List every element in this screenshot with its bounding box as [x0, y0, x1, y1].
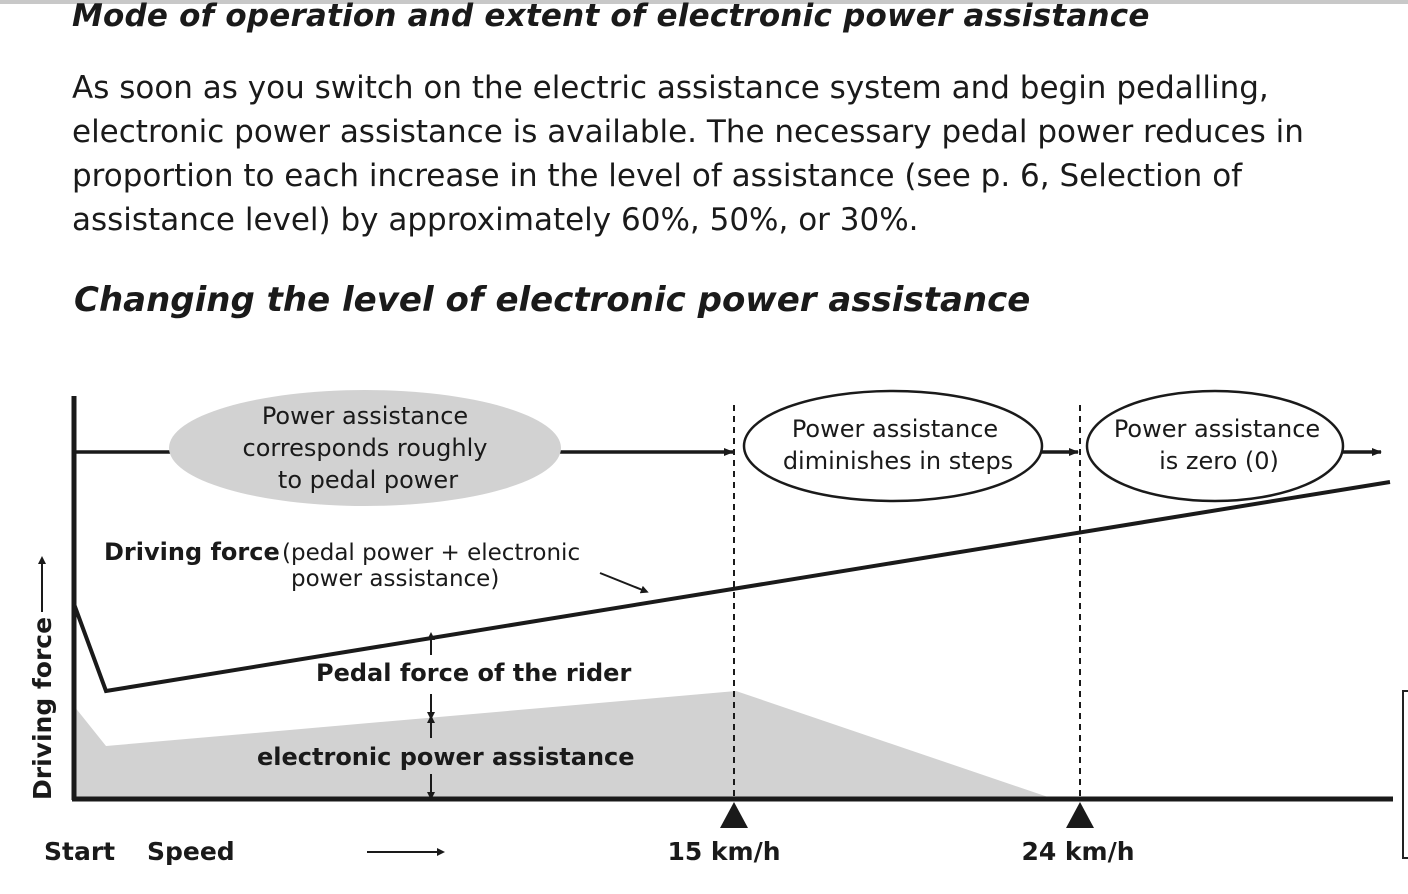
- paragraph-line: assistance level) by approximately 60%, …: [72, 202, 919, 238]
- phase1-label-line: Power assistance: [262, 402, 468, 430]
- phase2-label-line: diminishes in steps: [783, 447, 1013, 475]
- page-edge-bracket: [1402, 690, 1408, 859]
- phase3-label-line: Power assistance: [1114, 415, 1320, 443]
- phase1-label-line: to pedal power: [278, 466, 458, 494]
- phase1-ellipse: [169, 390, 561, 506]
- driving-force-note-line: (pedal power + electronic: [282, 540, 580, 566]
- phase3-label-line: is zero (0): [1159, 447, 1279, 475]
- phase2-ellipse: [742, 389, 1044, 503]
- x-axis-speed-label: Speed: [147, 837, 235, 866]
- phase1-label-line: corresponds roughly: [243, 434, 488, 462]
- phase3-ellipse: [1085, 389, 1345, 503]
- pedal-force-label: Pedal force of the rider: [316, 659, 631, 687]
- paragraph-line: electronic power assistance is available…: [72, 114, 1304, 150]
- speed-15-marker: [720, 802, 748, 828]
- section-heading-changing: Changing the level of electronic power a…: [74, 280, 1031, 320]
- top-rule: [0, 0, 1408, 4]
- paragraph-line: As soon as you switch on the electric as…: [72, 70, 1269, 106]
- driving-force-note-line: power assistance): [291, 566, 499, 592]
- speed-24-marker: [1066, 802, 1094, 828]
- speed-15-label: 15 km/h: [667, 837, 780, 866]
- speed-24-label: 24 km/h: [1021, 837, 1134, 866]
- section-heading-mode: Mode of operation and extent of electron…: [72, 0, 1150, 34]
- intro-paragraph: As soon as you switch on the electric as…: [72, 66, 1372, 242]
- driving-force-pointer: [599, 572, 649, 594]
- assistance-label: electronic power assistance: [257, 743, 635, 771]
- x-axis-start-label: Start: [44, 837, 115, 866]
- paragraph-line: proportion to each increase in the level…: [72, 158, 1243, 194]
- y-axis-label: Driving force: [28, 617, 57, 800]
- assistance-area: [74, 691, 1048, 797]
- phase2-label-line: Power assistance: [792, 415, 998, 443]
- driving-force-line: [72, 480, 1391, 694]
- driving-force-label: Driving force: [104, 538, 280, 566]
